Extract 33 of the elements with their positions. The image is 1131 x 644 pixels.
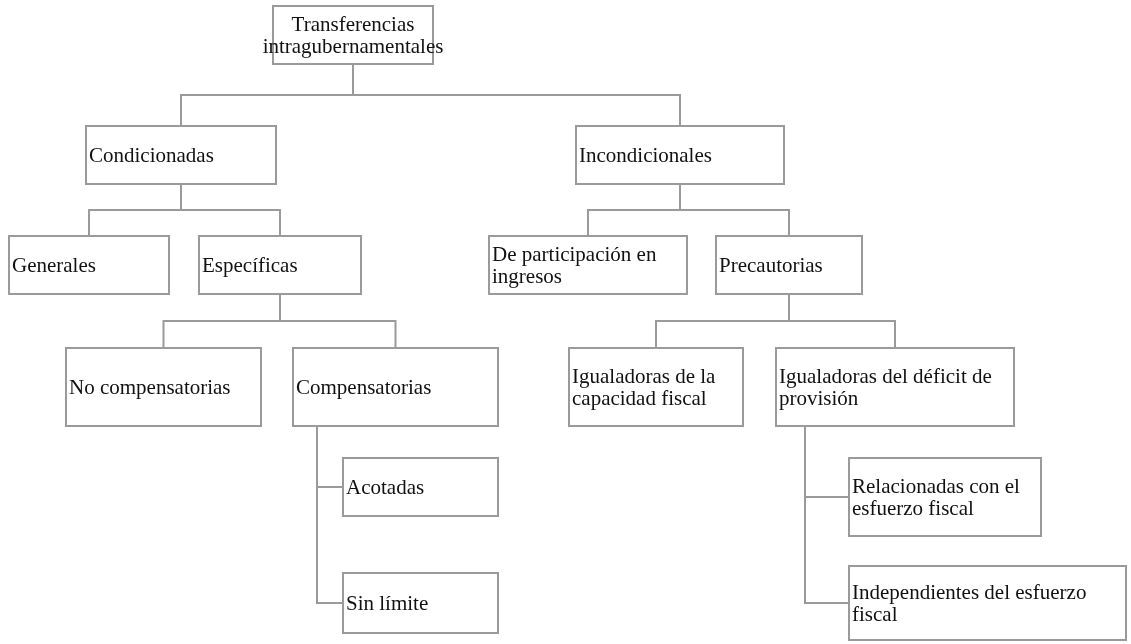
category-label: Compensatorias [296, 375, 432, 398]
connector-line [316, 426, 343, 604]
category-label: Generales [12, 253, 96, 276]
category-box [198, 235, 362, 295]
category-box [848, 457, 1042, 537]
category-label: Independientes del esfuerzo fiscal [852, 580, 1088, 626]
category-label: Transferencias intragubernamentales [262, 12, 444, 58]
category-box [568, 347, 744, 427]
category-label: De participación en ingresos [492, 242, 658, 288]
connector-line [180, 184, 281, 236]
category-box [342, 457, 499, 517]
connector-line [679, 184, 790, 236]
category-label: Incondicionales [579, 143, 712, 166]
category-label: Igualadoras de la capacidad fiscal [572, 364, 717, 410]
category-box [775, 347, 1015, 427]
category-label: Acotadas [346, 475, 425, 498]
category-box [65, 347, 262, 427]
category-label: Precautorias [719, 253, 823, 276]
category-box [8, 235, 170, 295]
category-box [848, 565, 1127, 641]
category-box [85, 125, 277, 185]
category-label: Sin límite [346, 591, 429, 614]
category-box [488, 235, 688, 295]
category-label: Relacionadas con el esfuerzo fiscal [852, 474, 1021, 520]
category-box [342, 572, 499, 634]
category-box [575, 125, 785, 185]
category-box [292, 347, 499, 427]
category-label: Condicionadas [89, 143, 214, 166]
category-label: No compensatorias [69, 375, 231, 398]
category-label: Igualadoras del déficit de provisión [779, 364, 993, 410]
connector-line [804, 426, 849, 604]
category-label: Específicas [202, 253, 298, 276]
category-box [715, 235, 863, 295]
